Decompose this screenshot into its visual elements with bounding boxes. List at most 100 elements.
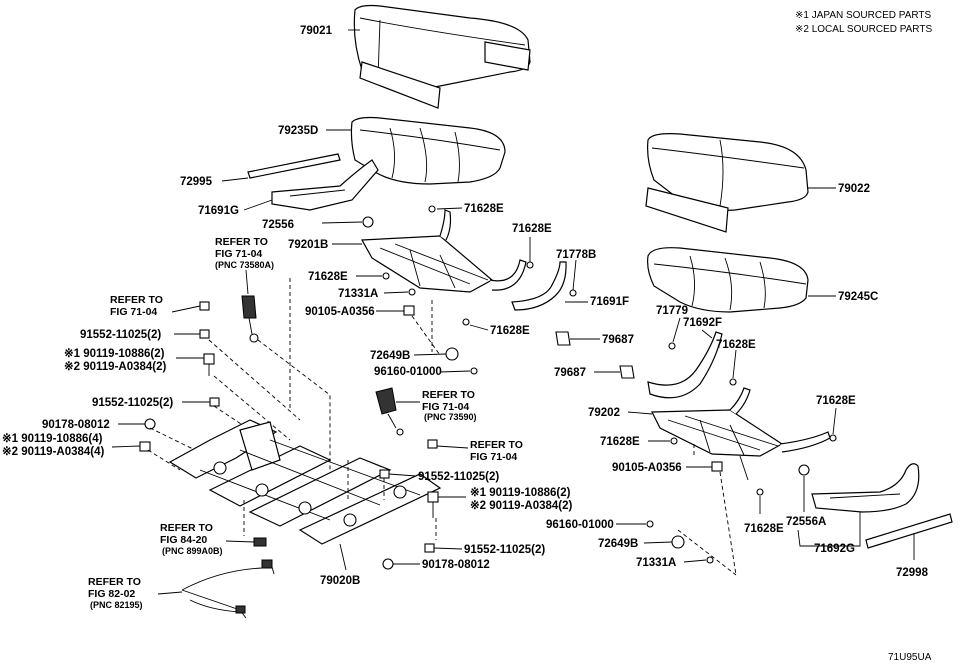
label-79020B[interactable]: 79020B bbox=[320, 575, 360, 587]
clip-71779[interactable] bbox=[668, 317, 681, 350]
bolt-91552-b[interactable] bbox=[182, 397, 220, 407]
knob-79687-b[interactable] bbox=[594, 365, 635, 379]
label-72556A[interactable]: 72556A bbox=[786, 516, 826, 528]
refer-2-line1[interactable]: REFER TO bbox=[110, 294, 163, 306]
label-79245C[interactable]: 79245C bbox=[838, 291, 878, 303]
label-71691G[interactable]: 71691G bbox=[198, 205, 239, 217]
label-91552-a[interactable]: 91552-11025(2) bbox=[80, 329, 161, 341]
refer-6-line1[interactable]: REFER TO bbox=[88, 576, 141, 588]
connector-899A0B[interactable] bbox=[225, 537, 267, 547]
clip-72556A[interactable] bbox=[798, 464, 810, 512]
seat-frame-79202[interactable] bbox=[627, 387, 831, 481]
seat-track-frame-79020B[interactable] bbox=[168, 419, 442, 571]
shield-71692F[interactable] bbox=[647, 329, 723, 399]
label-72998[interactable]: 72998 bbox=[896, 567, 929, 579]
label-90178-b[interactable]: 90178-08012 bbox=[422, 559, 490, 571]
clip-71628E-c[interactable] bbox=[356, 272, 390, 280]
bushing-72649B-a[interactable] bbox=[413, 347, 459, 361]
nut-90178-a[interactable] bbox=[118, 418, 156, 430]
label-71628E-f[interactable]: 71628E bbox=[816, 395, 856, 407]
refer-5-line1[interactable]: REFER TO bbox=[160, 522, 213, 534]
nut-71331A-b[interactable] bbox=[683, 556, 714, 564]
seat-cushion-cover-left[interactable] bbox=[326, 116, 506, 185]
label-96160-b[interactable]: 96160-01000 bbox=[546, 519, 614, 531]
refer-1-line1[interactable]: REFER TO bbox=[215, 236, 268, 248]
refer-4-line2[interactable]: FIG 71-04 bbox=[470, 451, 517, 463]
refer-3-pnc[interactable]: (PNC 73590) bbox=[424, 412, 477, 422]
bolt-91552-d[interactable] bbox=[424, 543, 463, 553]
label-79022[interactable]: 79022 bbox=[838, 183, 870, 195]
clip-71628E-e[interactable] bbox=[729, 349, 737, 386]
label-90105-a[interactable]: 90105-A0356 bbox=[305, 306, 375, 318]
refer-3-line2[interactable]: FIG 71-04 bbox=[422, 401, 469, 413]
trim-strip-72995[interactable] bbox=[221, 153, 341, 182]
label-90119-c1[interactable]: ※1 90119-10886(2) bbox=[470, 486, 571, 499]
bolt-90119-a[interactable] bbox=[176, 353, 215, 376]
bolt-91552-c[interactable] bbox=[379, 469, 417, 479]
refer-4-line1[interactable]: REFER TO bbox=[470, 439, 523, 451]
label-71628E-a[interactable]: 71628E bbox=[464, 203, 504, 215]
shield-71692G[interactable] bbox=[797, 463, 920, 547]
clip-71628E-a[interactable] bbox=[428, 205, 463, 213]
trim-strip-72998[interactable] bbox=[865, 513, 953, 560]
seat-cushion-pad-right[interactable] bbox=[645, 133, 836, 233]
label-90178-a[interactable]: 90178-08012 bbox=[42, 419, 110, 431]
label-79021[interactable]: 79021 bbox=[300, 25, 333, 37]
label-90119-a1[interactable]: ※1 90119-10886(2) bbox=[64, 347, 165, 360]
washer-96160-b[interactable] bbox=[616, 520, 654, 528]
label-71628E-c[interactable]: 71628E bbox=[308, 271, 348, 283]
label-71691F[interactable]: 71691F bbox=[590, 296, 629, 308]
bolt-91552-a[interactable] bbox=[174, 329, 210, 339]
refer-5-line2[interactable]: FIG 84-20 bbox=[160, 534, 207, 546]
wire-harness-82195[interactable] bbox=[157, 559, 275, 619]
label-90105-b[interactable]: 90105-A0356 bbox=[612, 462, 682, 474]
label-72649B-b[interactable]: 72649B bbox=[598, 538, 638, 550]
label-71331A-a[interactable]: 71331A bbox=[338, 288, 378, 300]
label-71779[interactable]: 71779 bbox=[656, 305, 688, 317]
bolt-refer-4[interactable] bbox=[427, 439, 469, 449]
refer-6-line2[interactable]: FIG 82-02 bbox=[88, 588, 135, 600]
label-72649B-a[interactable]: 72649B bbox=[370, 350, 410, 362]
label-91552-c[interactable]: 91552-11025(2) bbox=[418, 471, 499, 483]
label-90119-a2[interactable]: ※2 90119-A0384(2) bbox=[64, 360, 167, 373]
refer-3-line1[interactable]: REFER TO bbox=[422, 389, 475, 401]
seat-cushion-cover-right[interactable] bbox=[647, 247, 836, 313]
label-91552-d[interactable]: 91552-11025(2) bbox=[464, 544, 545, 556]
label-96160-a[interactable]: 96160-01000 bbox=[374, 366, 442, 378]
seat-frame-79201B[interactable] bbox=[332, 209, 527, 293]
label-79201B[interactable]: 79201B bbox=[288, 239, 328, 251]
refer-6-pnc[interactable]: (PNC 82195) bbox=[90, 600, 143, 610]
label-71778B[interactable]: 71778B bbox=[556, 249, 596, 261]
label-72995[interactable]: 72995 bbox=[180, 176, 213, 188]
refer-1-pnc[interactable]: (PNC 73580A) bbox=[215, 260, 274, 270]
label-71628E-b[interactable]: 71628E bbox=[512, 223, 552, 235]
label-71331A-b[interactable]: 71331A bbox=[636, 557, 676, 569]
bolt-90105-a[interactable] bbox=[376, 305, 415, 316]
nut-71331A-a[interactable] bbox=[383, 288, 416, 296]
label-71628E-e[interactable]: 71628E bbox=[716, 339, 756, 351]
label-71628E-d[interactable]: 71628E bbox=[490, 325, 530, 337]
label-71692F[interactable]: 71692F bbox=[683, 317, 722, 329]
clip-72556[interactable] bbox=[321, 216, 374, 228]
spring-71778B[interactable] bbox=[511, 259, 577, 311]
label-71692G[interactable]: 71692G bbox=[814, 543, 855, 555]
nut-90178-b[interactable] bbox=[382, 558, 420, 570]
bolt-90119-c[interactable] bbox=[427, 491, 466, 518]
bolt-90105-b[interactable] bbox=[686, 461, 723, 472]
bolt-90119-b[interactable] bbox=[111, 441, 151, 452]
seat-belt-buckle-center[interactable] bbox=[375, 387, 420, 436]
washer-96160-a[interactable] bbox=[439, 367, 478, 375]
bushing-72649B-b[interactable] bbox=[643, 535, 685, 549]
refer-1-line2[interactable]: FIG 71-04 bbox=[215, 248, 262, 260]
clip-71628E-b[interactable] bbox=[526, 261, 534, 269]
label-79202[interactable]: 79202 bbox=[588, 407, 620, 419]
label-72556[interactable]: 72556 bbox=[262, 219, 294, 231]
seat-shield-71691G[interactable] bbox=[243, 159, 379, 211]
refer-2-line2[interactable]: FIG 71-04 bbox=[110, 306, 157, 318]
clip-71628E-f[interactable] bbox=[829, 407, 837, 442]
knob-79687-a[interactable] bbox=[555, 331, 600, 346]
label-90119-b2[interactable]: ※2 90119-A0384(4) bbox=[2, 445, 105, 458]
label-71628E-g[interactable]: 71628E bbox=[600, 436, 640, 448]
label-79687-b[interactable]: 79687 bbox=[554, 367, 586, 379]
clip-71628E-h[interactable] bbox=[756, 488, 764, 514]
